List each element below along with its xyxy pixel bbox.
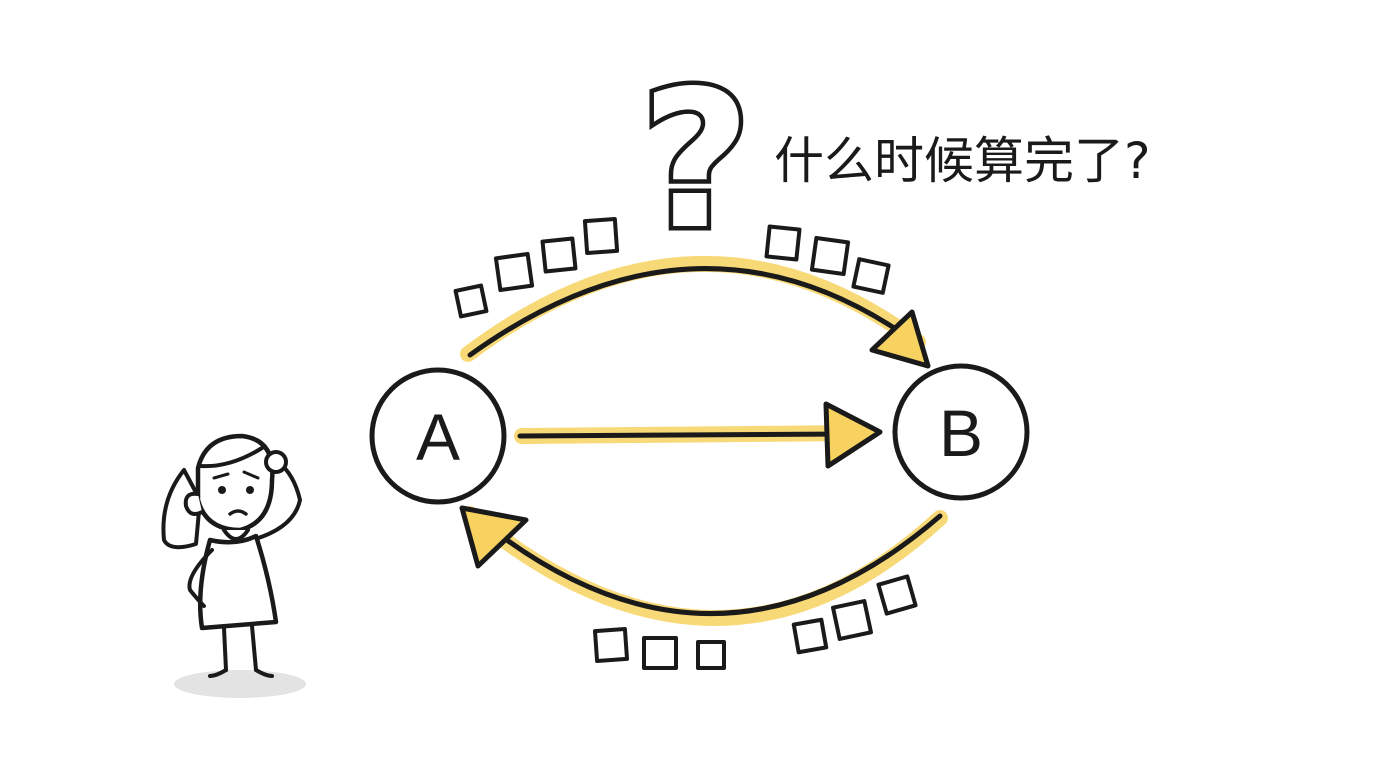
node-a-label: A <box>416 400 460 474</box>
question-text: 什么时候算完了? <box>774 132 1151 190</box>
packet <box>592 626 630 664</box>
packet <box>582 216 620 256</box>
top-arc-arrowhead <box>869 309 931 369</box>
node-a: A <box>369 367 507 505</box>
packet <box>764 224 802 262</box>
packet <box>791 617 829 655</box>
packet <box>642 636 678 670</box>
node-b-label: B <box>939 396 983 470</box>
packet <box>831 599 873 641</box>
packet <box>876 574 918 616</box>
edge-top-arc <box>467 266 931 369</box>
packet <box>493 251 535 293</box>
top-arc-highlight <box>460 255 926 362</box>
packet <box>809 235 851 277</box>
packets-bottom-right <box>791 574 918 655</box>
edge-straight <box>517 401 883 469</box>
edge-bottom-arc <box>459 505 943 616</box>
packets-top-right <box>764 224 891 295</box>
bottom-arc-arrowhead <box>459 505 529 569</box>
question-mark-icon: ? <box>641 50 751 271</box>
confused-person-icon <box>161 433 306 698</box>
packets-top-left <box>453 216 620 319</box>
person-shadow <box>174 670 306 698</box>
packet <box>851 257 891 295</box>
packet <box>453 283 489 319</box>
node-b: B <box>892 363 1030 501</box>
packet <box>696 640 726 670</box>
packet <box>540 236 578 274</box>
straight-arrowhead <box>823 401 883 469</box>
packets-bottom-left <box>592 626 726 670</box>
